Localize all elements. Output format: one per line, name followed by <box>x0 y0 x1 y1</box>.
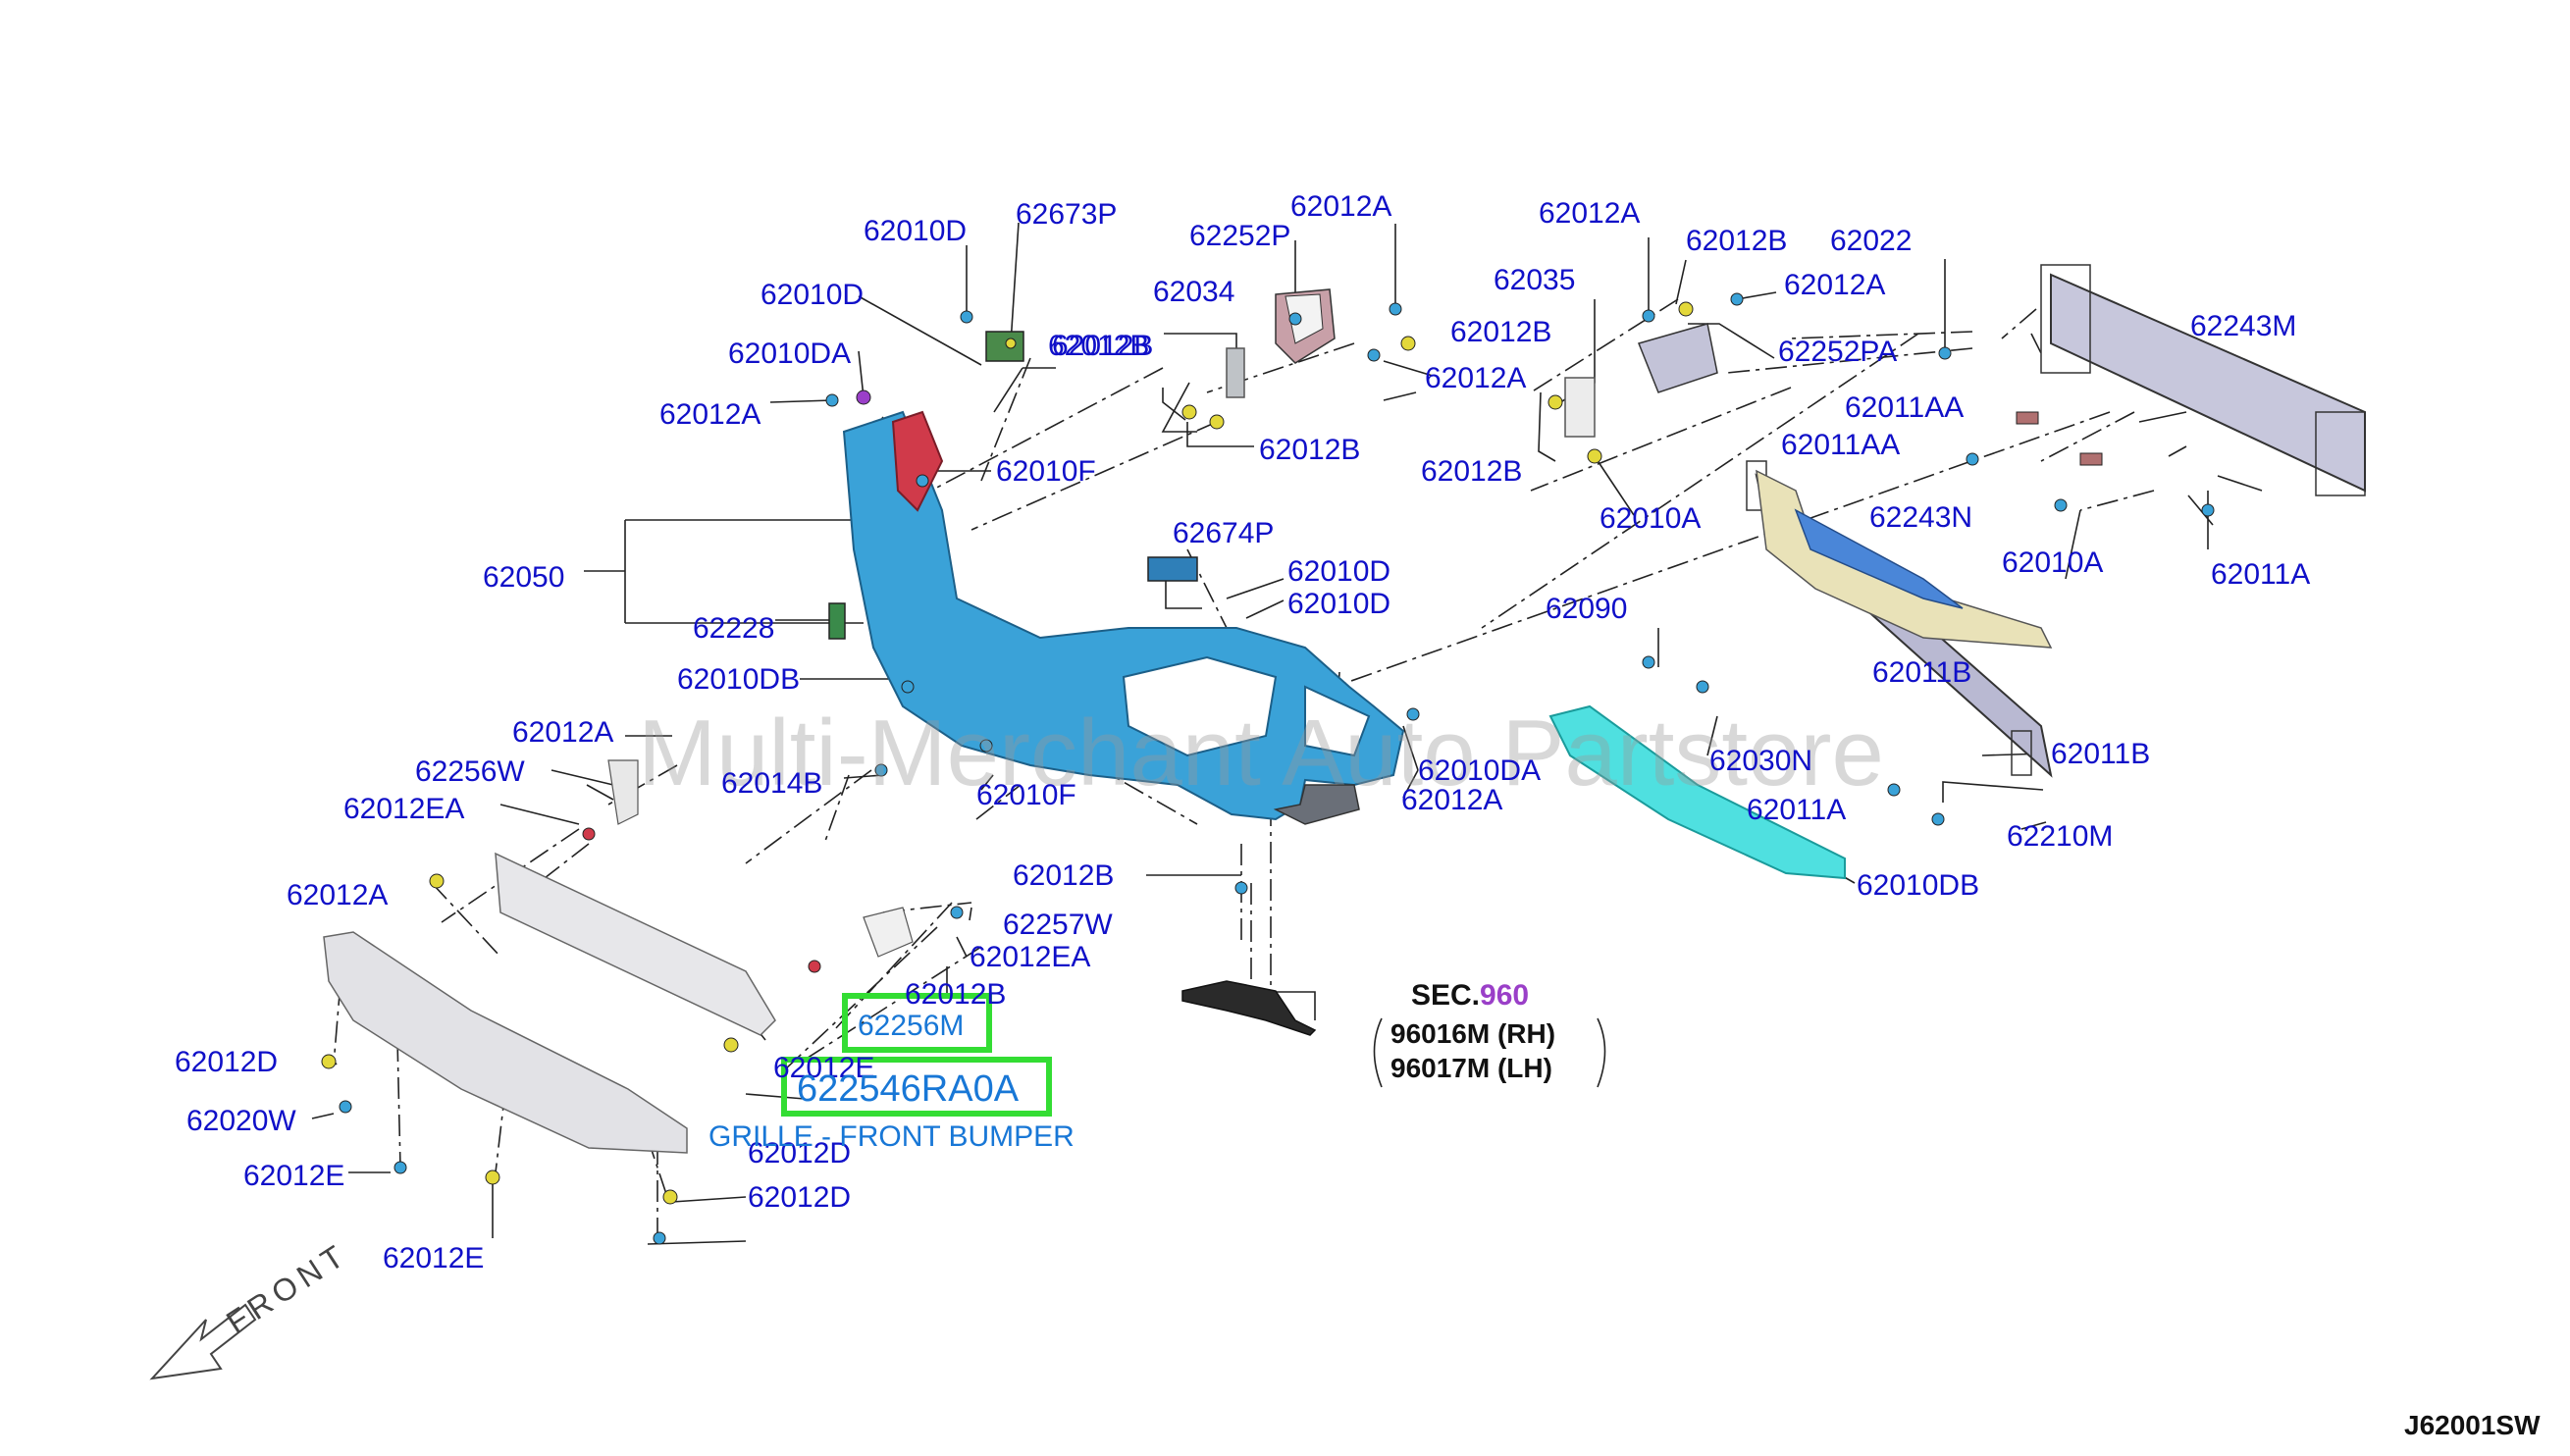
lower-grilles <box>323 759 914 1154</box>
front-bumper-fascia <box>842 410 1405 825</box>
front-label: FRONT <box>220 1235 354 1340</box>
part-label-29[interactable]: 62012B <box>1686 225 1787 257</box>
part-label-28[interactable]: 62035 <box>1494 264 1575 296</box>
part-label-44[interactable]: 62030N <box>1709 745 1812 777</box>
part-label-32[interactable]: 62012B <box>1450 316 1551 348</box>
part-label-49[interactable]: 62012B <box>1013 859 1114 892</box>
part-label-1[interactable]: 62010D <box>864 215 967 247</box>
part-label-37[interactable]: 62011AA <box>1845 391 1964 424</box>
part-label-39[interactable]: 62243N <box>1869 501 1972 534</box>
part-label-40[interactable]: 62010A <box>2002 546 2103 579</box>
part-labels: 62010D 62673P 62010D 62010DA 62012A 6201… <box>175 190 2310 1274</box>
part-label-30[interactable]: 62012A <box>1784 269 1885 301</box>
side-bracket-sec960 <box>1181 980 1317 1036</box>
highlight-boxes <box>781 993 1052 1117</box>
part-label-31[interactable]: 62252PA <box>1778 336 1897 368</box>
part-label-42[interactable]: 62090 <box>1546 593 1627 625</box>
part-label-7[interactable]: 62010F <box>996 455 1096 488</box>
part-label-50[interactable]: 62012A <box>287 879 388 911</box>
part-label-17[interactable]: 62012A <box>1290 190 1391 223</box>
part-label-53[interactable]: 62012B <box>905 978 1006 1011</box>
part-label-45[interactable]: 62011B <box>2051 738 2150 770</box>
part-label-12[interactable]: 62256W <box>415 755 525 788</box>
reinforcement-beams <box>1746 264 2366 778</box>
part-label-27[interactable]: 62012A <box>1539 197 1640 230</box>
part-label-6[interactable]: 62012B <box>1048 330 1149 362</box>
part-label-33[interactable]: 62012B <box>1421 455 1522 488</box>
section-number: 960 <box>1480 979 1529 1012</box>
part-label-24[interactable]: 62010D <box>1287 588 1390 620</box>
part-label-36[interactable]: 62243M <box>2190 310 2296 342</box>
part-label-22[interactable]: 62674P <box>1173 517 1274 549</box>
part-label-41[interactable]: 62011A <box>2211 558 2310 591</box>
part-label-38[interactable]: 62011AA <box>1781 429 1900 461</box>
part-label-56[interactable]: 62020W <box>186 1105 296 1137</box>
lower-grille-strip <box>1548 704 1846 880</box>
upper-brackets <box>828 288 1718 640</box>
part-label-52[interactable]: 62012EA <box>970 941 1090 973</box>
section-lh[interactable]: 96017M (LH) <box>1390 1053 1552 1083</box>
part-label-34[interactable]: 62010A <box>1600 502 1701 535</box>
front-direction-arrow: FRONT <box>149 1235 354 1380</box>
part-label-19[interactable]: 62012B <box>1052 330 1153 362</box>
part-label-51[interactable]: 62257W <box>1003 909 1113 941</box>
part-label-4[interactable]: 62010DA <box>728 338 851 370</box>
part-label-55[interactable]: 62012D <box>175 1046 278 1078</box>
part-label-14[interactable]: 62014B <box>721 767 822 800</box>
part-label-5[interactable]: 62012A <box>659 398 761 431</box>
part-label-3[interactable]: 62010D <box>761 279 864 311</box>
watermark: Multi-Merchant Auto Partstore <box>638 701 1884 806</box>
part-label-60[interactable]: 62012D <box>748 1181 851 1214</box>
part-label-13[interactable]: 62012EA <box>343 793 464 825</box>
part-label-18[interactable]: 62034 <box>1153 276 1234 308</box>
part-label-57[interactable]: 62012D <box>748 1137 851 1170</box>
part-label-8[interactable]: 62050 <box>483 561 564 594</box>
part-label-2[interactable]: 62673P <box>1016 198 1117 231</box>
part-label-43[interactable]: 62011B <box>1872 656 1971 689</box>
part-label-46[interactable]: 62011A <box>1747 794 1846 826</box>
fasteners <box>321 292 2215 1245</box>
part-label-25[interactable]: 62010DA <box>1418 754 1541 787</box>
highlighted-part-a[interactable]: 62256M <box>858 1010 964 1042</box>
part-label-20[interactable]: 62012A <box>1425 362 1526 394</box>
section-rh[interactable]: 96016M (RH) <box>1390 1018 1555 1049</box>
part-label-21[interactable]: 62012B <box>1259 434 1360 466</box>
part-label-59[interactable]: 62012E <box>383 1242 484 1274</box>
part-label-47[interactable]: 62210M <box>2007 820 2113 853</box>
section-callout: SEC.960 96016M (RH) 96017M (LH) <box>1373 979 1606 1088</box>
part-label-16[interactable]: 62252P <box>1189 220 1290 252</box>
section-prefix: SEC.960 <box>1411 979 1529 1012</box>
part-label-9[interactable]: 62228 <box>693 612 774 645</box>
highlighted-part-b[interactable]: 622546RA0A <box>797 1068 1020 1110</box>
leader-lines <box>311 222 2263 1245</box>
highlighted-caption: GRILLE - FRONT BUMPER <box>708 1120 1075 1153</box>
part-label-26[interactable]: 62012A <box>1401 784 1502 816</box>
part-label-48[interactable]: 62010DB <box>1857 869 1979 902</box>
part-label-35[interactable]: 62022 <box>1830 225 1912 257</box>
part-label-58[interactable]: 62012E <box>243 1160 344 1192</box>
part-label-54[interactable]: 62012E <box>773 1052 874 1084</box>
diagram-code: J62001SW <box>2404 1410 2541 1440</box>
part-label-10[interactable]: 62010DB <box>677 663 800 696</box>
part-label-23[interactable]: 62010D <box>1287 555 1390 588</box>
part-label-11[interactable]: 62012A <box>512 716 613 749</box>
part-label-15[interactable]: 62010F <box>976 779 1076 811</box>
